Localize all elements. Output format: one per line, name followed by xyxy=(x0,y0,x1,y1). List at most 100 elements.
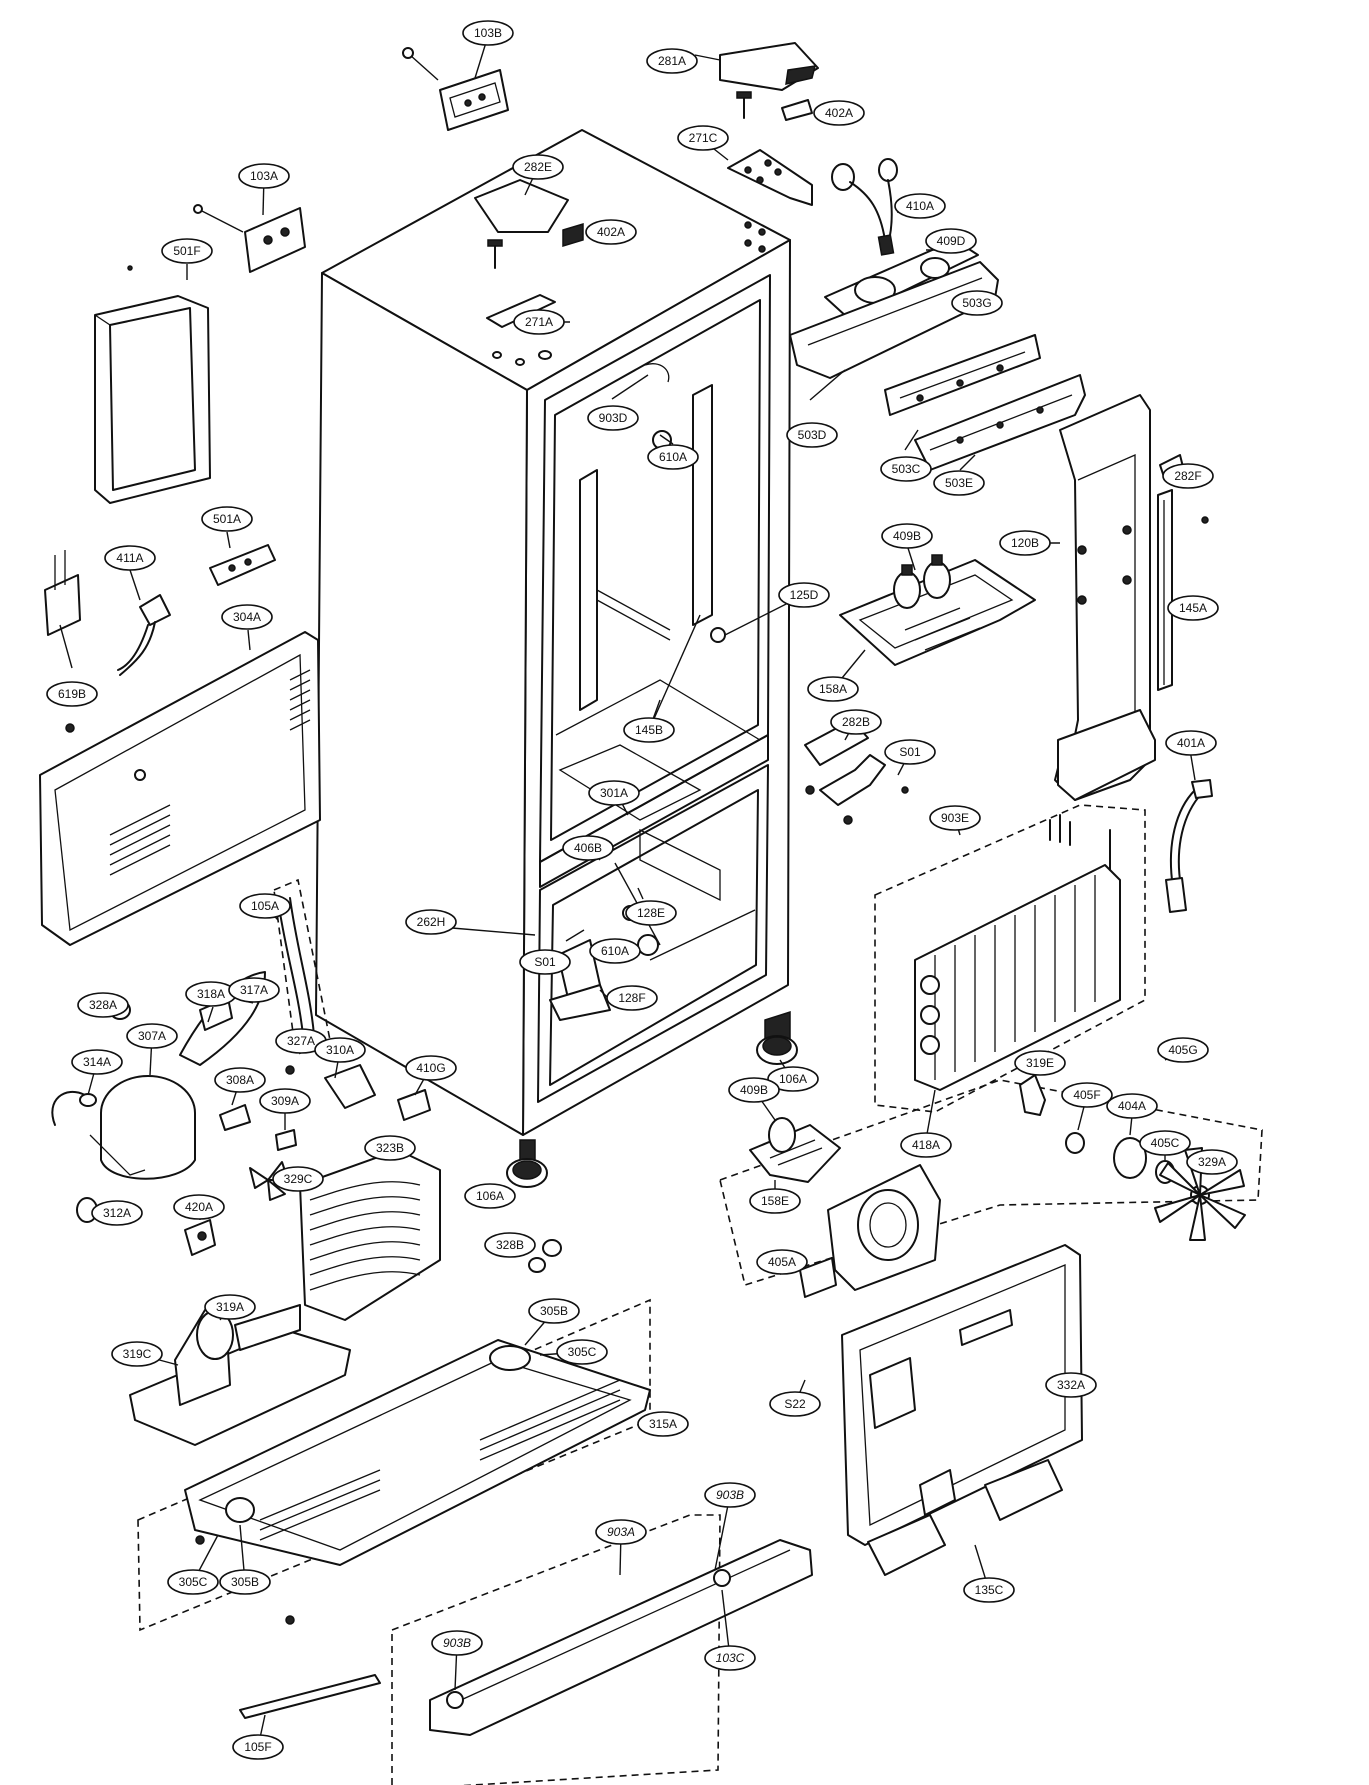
callout-bubble xyxy=(173,1194,225,1220)
callout-307a: 307A xyxy=(126,1023,178,1049)
callout-bubble xyxy=(201,506,253,532)
callout-text: 402A xyxy=(597,225,625,239)
callout-bubble xyxy=(813,100,865,126)
rail-145a xyxy=(1157,489,1209,691)
callout-text: 503C xyxy=(892,462,921,476)
callout-bubble xyxy=(588,780,640,806)
callout-bubble xyxy=(405,909,457,935)
callout-281a: 281A xyxy=(646,48,698,74)
callout-s01: S01 xyxy=(519,949,571,975)
callout-305c: 305C xyxy=(556,1339,608,1365)
callout-bubble xyxy=(104,545,156,571)
callout-bubble xyxy=(767,1066,819,1092)
callout-125d: 125D xyxy=(778,582,830,608)
callout-bubble xyxy=(677,125,729,151)
callout-319c: 319C xyxy=(111,1341,163,1367)
callout-bubble xyxy=(77,992,129,1018)
callout-text: 402A xyxy=(825,106,853,120)
callout-text: 903E xyxy=(941,811,969,825)
callout-bubble xyxy=(364,1135,416,1161)
callout-text: 401A xyxy=(1177,736,1205,750)
callout-323b: 323B xyxy=(364,1135,416,1161)
callout-text: 105A xyxy=(251,899,279,913)
callout-503c: 503C xyxy=(880,456,932,482)
callout-text: 305B xyxy=(231,1575,259,1589)
callout-text: 404A xyxy=(1118,1099,1146,1113)
callout-103a: 103A xyxy=(238,163,290,189)
callout-bubble xyxy=(999,530,1051,556)
fan-blade-329a xyxy=(1154,1147,1246,1241)
panel-501f xyxy=(94,265,211,504)
callout-text: 420A xyxy=(185,1200,213,1214)
lamp-housing-409d xyxy=(789,239,999,379)
callout-text: 327A xyxy=(287,1034,315,1048)
callout-text: S22 xyxy=(784,1397,806,1411)
callout-text: 610A xyxy=(659,450,687,464)
clip-309a xyxy=(275,1129,297,1151)
power-cord-411a xyxy=(117,594,171,676)
callout-317a: 317A xyxy=(228,977,280,1003)
evaporator-301a xyxy=(874,804,1146,1113)
callout-271c: 271C xyxy=(677,125,729,151)
callout-bubble xyxy=(585,219,637,245)
callout-text: 301A xyxy=(600,786,628,800)
callout-text: 405A xyxy=(768,1255,796,1269)
callout-text: 304A xyxy=(233,610,261,624)
callout-text: S01 xyxy=(534,955,556,969)
callout-text: 158E xyxy=(761,1194,789,1208)
callout-bubble xyxy=(259,1088,311,1114)
callout-text: 501A xyxy=(213,512,241,526)
callout-bubble xyxy=(963,1577,1015,1603)
lamp-tray-158a xyxy=(839,554,1036,666)
callout-bubble xyxy=(405,1055,457,1081)
control-cover-103b xyxy=(402,47,509,131)
callout-158e: 158E xyxy=(749,1188,801,1214)
callout-text: 418A xyxy=(912,1138,940,1152)
callout-bubble xyxy=(232,1734,284,1760)
callout-text: 103C xyxy=(716,1651,745,1665)
callout-405a: 405A xyxy=(756,1249,808,1275)
callout-bubble xyxy=(562,835,614,861)
callout-bubble xyxy=(111,1341,163,1367)
cable-401a xyxy=(1165,779,1213,913)
callout-text: 128E xyxy=(637,906,665,920)
trim-strip-105f xyxy=(239,1674,381,1719)
callout-bubble xyxy=(646,48,698,74)
callout-410a: 410A xyxy=(894,193,946,219)
callout-text: 314A xyxy=(83,1055,111,1069)
callout-text: 315A xyxy=(649,1417,677,1431)
callout-text: 329C xyxy=(284,1172,313,1186)
top-hinge-271c xyxy=(727,149,813,206)
callout-bubble xyxy=(587,405,639,431)
callout-409b: 409B xyxy=(728,1077,780,1103)
callout-409b: 409B xyxy=(881,523,933,549)
callout-bubble xyxy=(595,1519,647,1545)
callout-text: 405G xyxy=(1168,1043,1197,1057)
callout-text: 319E xyxy=(1026,1056,1054,1070)
callout-bubble xyxy=(637,1411,689,1437)
callout-503d: 503D xyxy=(786,422,838,448)
callout-text: 323B xyxy=(376,1141,404,1155)
callout-610a: 610A xyxy=(589,938,641,964)
callout-text: 903B xyxy=(716,1488,744,1502)
callout-304a: 304A xyxy=(221,604,273,630)
rear-cover-304a xyxy=(39,631,321,946)
callout-bubble xyxy=(1157,1037,1209,1063)
callout-328b: 328B xyxy=(484,1232,536,1258)
callout-text: 332A xyxy=(1057,1378,1085,1392)
callout-bubble xyxy=(1165,730,1217,756)
callout-text: 262H xyxy=(417,915,446,929)
callout-903d: 903D xyxy=(587,405,639,431)
callout-145a: 145A xyxy=(1167,595,1219,621)
callout-135c: 135C xyxy=(963,1577,1015,1603)
callout-305b: 305B xyxy=(528,1298,580,1324)
callout-bubble xyxy=(214,1067,266,1093)
callout-bubble xyxy=(951,290,1003,316)
callout-bubble xyxy=(1167,595,1219,621)
callout-s01: S01 xyxy=(884,739,936,765)
bracket-308a xyxy=(219,1104,251,1131)
callout-text: 305B xyxy=(540,1304,568,1318)
callout-bubble xyxy=(1186,1149,1238,1175)
callout-106a: 106A xyxy=(464,1183,516,1209)
drain-tube-105a xyxy=(273,878,331,1057)
